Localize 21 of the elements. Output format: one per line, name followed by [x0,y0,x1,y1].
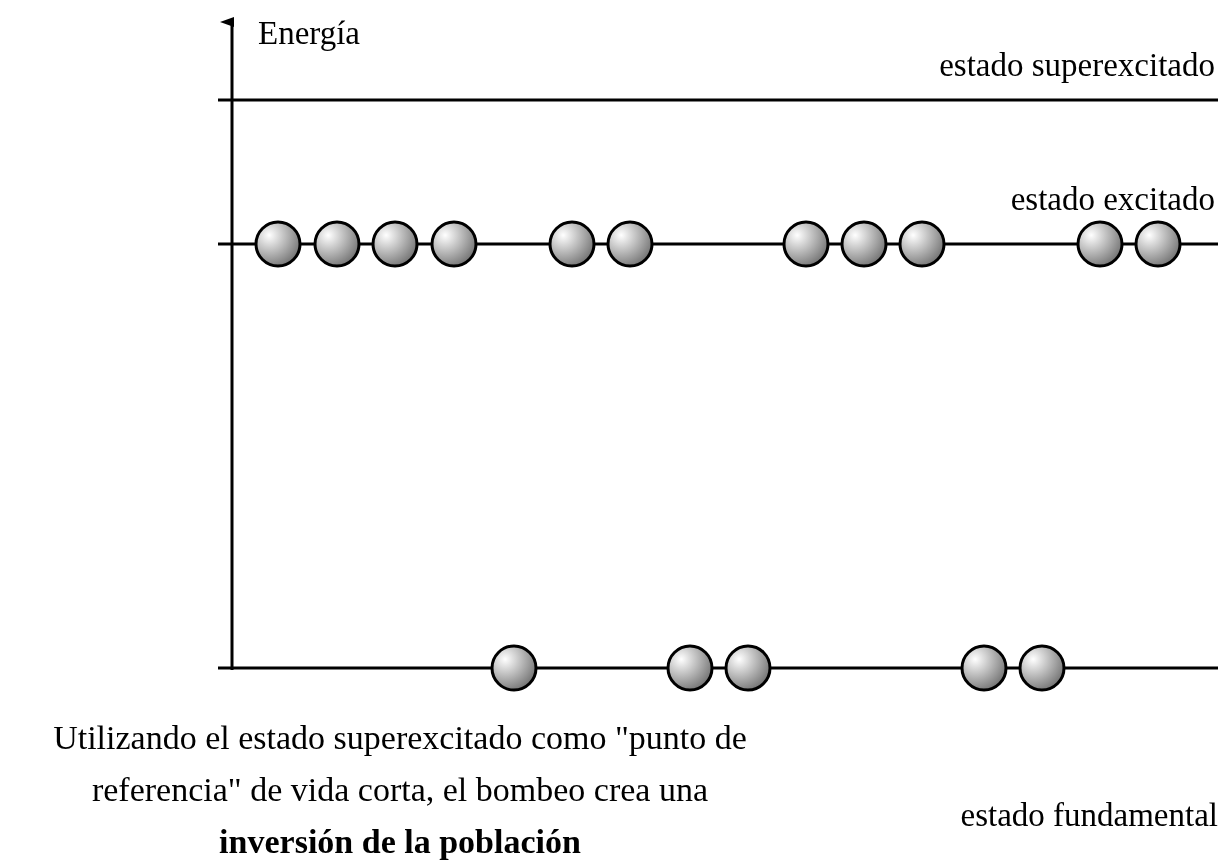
level-label: estado superexcitado [939,46,1215,84]
level-label: estado excitado [1010,180,1215,218]
particle-circle [606,220,654,268]
caption: Utilizando el estado superexcitado como "punto de referencia" de vida corta, el bombeo crea una inversión de la población [52,718,748,862]
particle-circle [898,220,946,268]
particle-circle [490,644,538,692]
particle-circle [254,220,302,268]
particle-circle [313,220,361,268]
particle-circle [666,644,714,692]
axis-label: Energía [258,14,360,52]
particle-circle [960,644,1008,692]
level-label: estado fundamental [960,796,1218,834]
particle-circle [840,220,888,268]
particle-circle [782,220,830,268]
particle-circle [548,220,596,268]
particle-circle [1076,220,1124,268]
particle-circle [1134,220,1182,268]
particle-circle [430,220,478,268]
particle-circle [724,644,772,692]
particle-circle [1018,644,1066,692]
particle-circle [371,220,419,268]
